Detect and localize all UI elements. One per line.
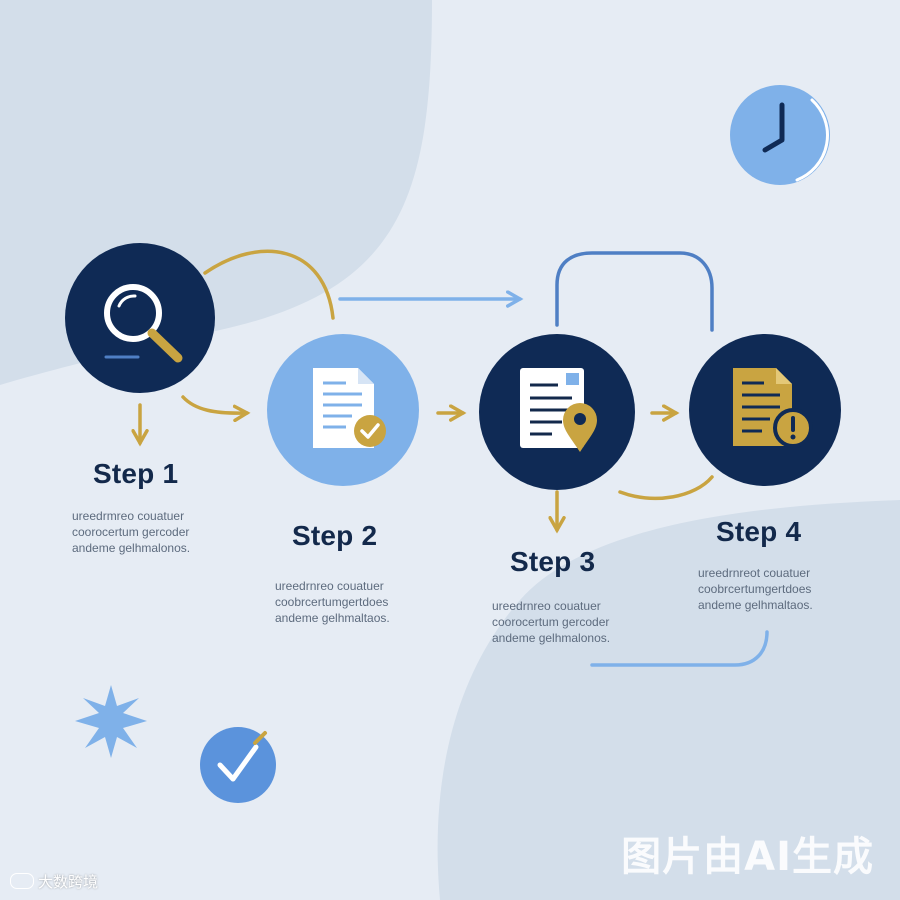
step-2-description-line: coobrcertumgertdoes [275,595,389,609]
checkmark-icon [200,727,276,803]
step-3-description-line: andeme gelhmalonos. [492,631,611,645]
step-1-description: ureedrmreo couatuer coorocertum gercoder… [72,508,262,556]
document-location-icon [520,368,597,452]
step-3-title: Step 3 [510,546,596,577]
brand-watermark: 大数跨境 [10,871,98,892]
step-4-description-line: andeme gelhmaltaos. [698,598,813,612]
document-alert-icon [733,368,813,448]
step-3-description-line: ureedrnreo couatuer [492,599,601,613]
connector-arrows [131,249,769,667]
sparkle-icon [75,685,147,758]
step-4-description: ureedrnreot couatuer coobrcertumgertdoes… [698,565,888,613]
step-2-title: Step 2 [292,520,378,551]
step-2-node [267,334,419,486]
step-3-node [479,334,635,490]
clock-icon [730,85,830,185]
step-3-description-line: coorocertum gercoder [492,615,610,629]
step-4-description-line: coobrcertumgertdoes [698,582,812,596]
step-1-description-line: andeme gelhmalonos. [72,541,191,555]
step-1-description-line: ureedrmreo couatuer [72,509,185,523]
step-4-description-line: ureedrnreot couatuer [698,566,811,580]
step-1-node [65,243,215,393]
step-2-description: ureedrnreo couatuer coobrcertumgertdoes … [275,578,465,626]
step-1-title: Step 1 [93,458,179,489]
document-check-icon [313,368,386,448]
step-2-description-line: andeme gelhmaltaos. [275,611,390,625]
brand-name: 大数跨境 [38,873,99,891]
step-1-description-line: coorocertum gercoder [72,525,190,539]
ai-generated-watermark: 图片由AI生成 [621,834,874,880]
search-icon [104,284,183,363]
step-2-description-line: ureedrnreo couatuer [275,579,384,593]
brand-logo-icon [10,873,34,889]
step-4-node [689,334,841,486]
step-3-description: ureedrnreo couatuer coorocertum gercoder… [492,598,682,646]
step-4-title: Step 4 [716,516,802,547]
